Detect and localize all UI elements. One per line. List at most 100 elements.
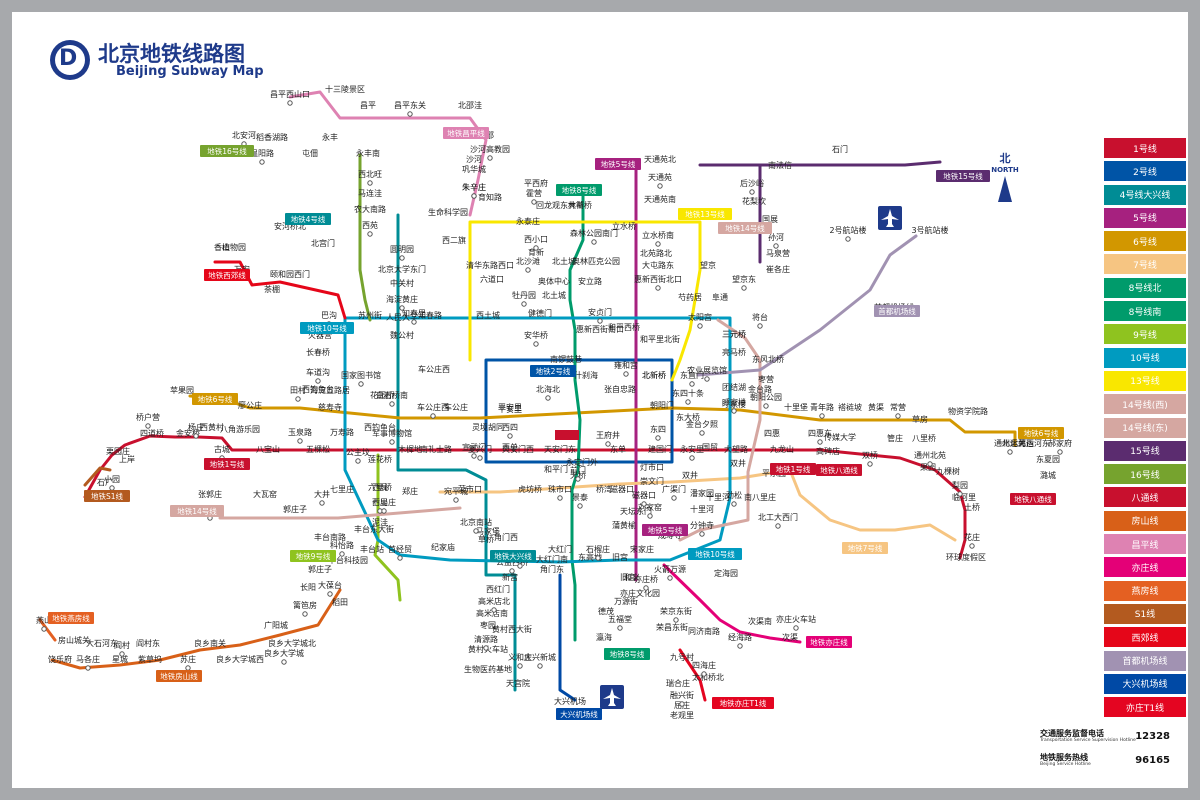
line-tag — [806, 636, 852, 648]
station-label: 荣昌东街 — [656, 622, 688, 632]
station-label: 东直门 — [680, 370, 704, 380]
station-label: 天通苑南 — [644, 194, 676, 204]
station-label: 车公庄 — [444, 402, 468, 412]
station-label: 六道口 — [480, 274, 504, 284]
station-label: 莲花桥 — [368, 454, 392, 464]
station-dot — [281, 659, 287, 665]
station-label: 圆明园 — [390, 245, 414, 254]
station-label: 金安桥 — [176, 428, 200, 438]
line-tag-label: 地铁8号线 — [610, 649, 645, 659]
station-label: 育新 — [528, 247, 544, 257]
station-label: 蒲黄榆 — [612, 520, 636, 530]
station-label: 西北旺 — [358, 170, 382, 179]
station-dot — [193, 433, 199, 439]
station-dot — [641, 501, 647, 507]
station-label: 环球度假区 — [946, 552, 986, 562]
station-label: 黄村西大街 — [492, 624, 532, 634]
station-label: 九龙山 — [770, 444, 794, 454]
line-tag-label: 地铁S1线 — [91, 491, 124, 501]
station-label: 万源街 — [614, 596, 638, 606]
station-label: 四海庄 — [692, 660, 716, 670]
line-tag — [718, 222, 772, 234]
station-dot — [763, 403, 769, 409]
hotline-title-en: Beijing Service Hotline — [1040, 762, 1091, 767]
station-label: 茶棚 — [264, 284, 280, 294]
station-dot — [757, 323, 763, 329]
station-dot — [697, 323, 703, 329]
station-label: 魏公村 — [390, 330, 414, 340]
station-label: 八宝山 — [256, 444, 280, 454]
legend-item: 昌平线 — [1104, 534, 1186, 555]
station-label: 珠市口 — [548, 484, 572, 494]
station-dot — [517, 663, 523, 669]
station-label: 饶乐府 — [48, 654, 72, 664]
station-label: 潘家园 — [690, 488, 714, 498]
station-label: 沙河高教园 — [470, 144, 510, 154]
station-dot — [339, 551, 345, 557]
station-label: 永安里 — [680, 444, 704, 454]
station-label: 潞城 — [1040, 470, 1056, 480]
station-label: 火箭万源 — [654, 564, 686, 574]
station-label: 林萃桥 — [568, 200, 592, 210]
station-label: 西黄村 — [200, 422, 224, 432]
north-label-en: NORTH — [991, 166, 1019, 174]
station-label: 西苑 — [362, 220, 378, 230]
station-label: 大屯路东 — [642, 260, 674, 270]
station-label: 将台 — [752, 312, 768, 322]
station-label: 平西府 — [524, 178, 548, 188]
station-label: 白石桥南 — [376, 390, 408, 400]
line-tag-label: 地铁13号线 — [685, 209, 725, 219]
line-tag — [48, 612, 94, 624]
station-label: 昌平东关 — [394, 100, 426, 110]
station-label: 同济南路 — [688, 626, 720, 636]
hotline-number: 96165 — [1135, 755, 1170, 766]
legend-item: 首都机场线 — [1104, 650, 1186, 671]
station-label: 新宫 — [502, 572, 518, 582]
station-label: 北海北 — [536, 384, 560, 394]
station-dot — [471, 193, 477, 199]
line-tag-label: 地铁16号线 — [207, 146, 247, 156]
station-label: 南礼士路 — [420, 444, 452, 454]
station-dot — [315, 378, 321, 384]
station-label: 森林公园南门 — [570, 228, 618, 238]
station-dot — [537, 663, 543, 669]
station-label: 十三陵景区 — [325, 84, 365, 94]
station-label: 人民大学 — [386, 312, 418, 322]
station-label: 科怡路 — [330, 540, 354, 550]
legend-item: 八通线 — [1104, 487, 1186, 508]
station-label: 公主坟 — [346, 447, 370, 457]
legend-item: 大兴机场线 — [1104, 673, 1186, 694]
station-dot — [287, 100, 293, 106]
north-arrow: 北 NORTH — [985, 150, 1025, 202]
station-label: 宋家庄 — [630, 544, 654, 554]
legend-item: 亦庄T1线 — [1104, 697, 1186, 718]
station-label: 八里桥 — [912, 433, 936, 443]
station-label: 郑庄 — [402, 486, 418, 496]
line-tag — [642, 524, 688, 536]
station-label: 广阳城 — [264, 620, 288, 630]
station-label: 东高地 — [578, 552, 602, 562]
station-labels: 昌平西山口十三陵景区昌平昌平东关北邵洼南邵沙河高教园沙河巩华城朱辛庄生命科学园西… — [36, 84, 1072, 720]
line-tag-label: 地铁西郊线 — [208, 270, 246, 280]
legend-item: 14号线(东) — [1104, 417, 1186, 438]
station-label: 西二旗 — [442, 235, 466, 245]
line-tag — [556, 184, 602, 196]
station-dot — [731, 501, 737, 507]
station-label: 高米店南 — [476, 608, 508, 618]
station-label: 临河里 — [952, 492, 976, 502]
legend-item: 8号线北 — [1104, 277, 1186, 298]
station-label: 十里河 — [706, 492, 730, 502]
station-label: 西红门 — [486, 584, 510, 594]
station-label: 东四十条 — [672, 388, 704, 398]
station-label: 北运河东 — [1018, 438, 1050, 448]
subway-line — [343, 316, 732, 564]
station-label: 分钟寺 — [690, 520, 714, 530]
station-dot — [957, 491, 963, 497]
station-dot — [867, 461, 873, 467]
station-label: 建国门 — [648, 444, 672, 454]
line-tag — [816, 464, 862, 476]
station-label: 大石河东 — [86, 638, 118, 648]
station-dot — [773, 243, 779, 249]
station-label: 郝家府 — [1048, 438, 1072, 448]
station-label: 朝阳门 — [650, 400, 674, 410]
